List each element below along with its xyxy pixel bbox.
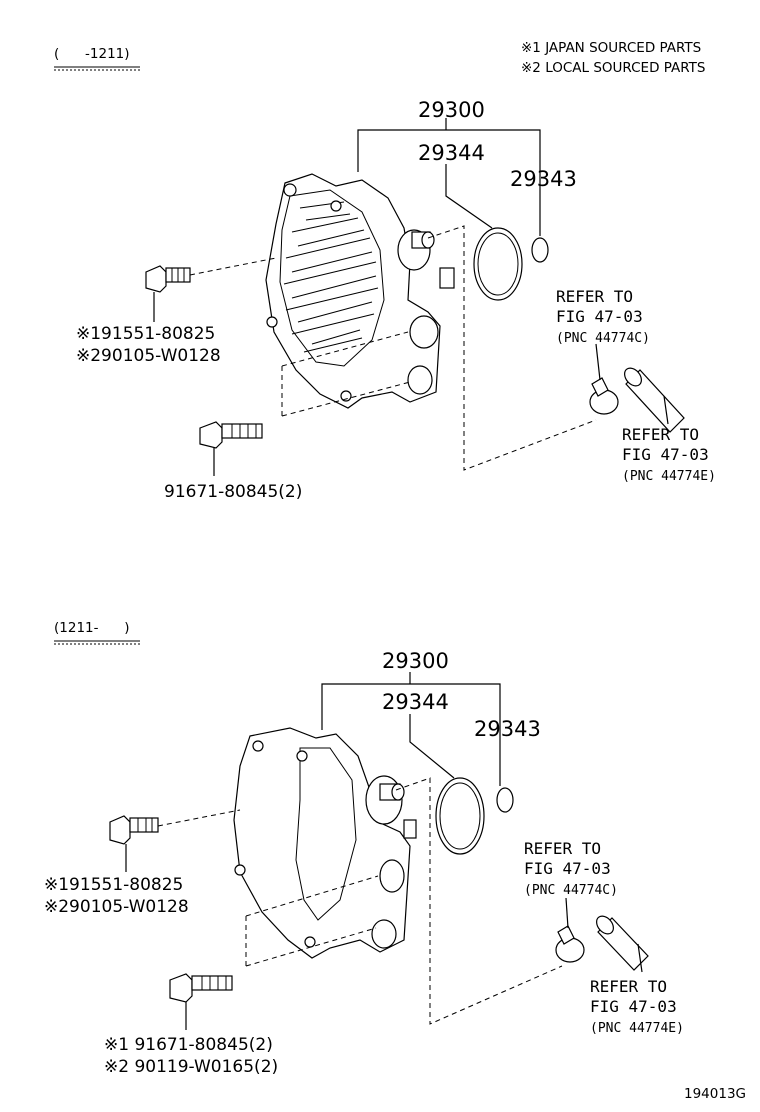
lower-bolt-b-local[interactable]: ※2 90119-W0165(2) bbox=[104, 1057, 278, 1077]
upper-ref1-line2: FIG 47-03 bbox=[556, 307, 643, 326]
lower-ref2-line3[interactable]: (PNC 44774E) bbox=[590, 1021, 684, 1036]
lower-bolt-b-japan[interactable]: ※1 91671-80845(2) bbox=[104, 1035, 273, 1055]
upper-bolt-a-japan[interactable]: ※191551-80825 bbox=[76, 324, 215, 344]
upper-clamp[interactable] bbox=[589, 377, 619, 415]
upper-diagram: 29300 29344 29343 bbox=[76, 98, 716, 502]
legend-note-1: ※1 JAPAN SOURCED PARTS bbox=[521, 40, 701, 56]
upper-bolt-a[interactable] bbox=[145, 265, 191, 293]
lower-oring-29343[interactable] bbox=[496, 787, 514, 813]
lower-part-29300[interactable]: 29300 bbox=[382, 649, 449, 673]
lower-part-29344[interactable]: 29344 bbox=[382, 690, 449, 714]
upper-bolt-a-local[interactable]: ※290105-W0128 bbox=[76, 346, 221, 366]
upper-ref2-line3[interactable]: (PNC 44774E) bbox=[622, 469, 716, 484]
lower-bolt-b[interactable] bbox=[169, 973, 233, 1003]
lower-ref1-line1: REFER TO bbox=[524, 839, 601, 858]
upper-gasket-29344[interactable] bbox=[473, 227, 523, 301]
date-range-lower: (1211- ) bbox=[54, 620, 130, 636]
lower-bolt-a-japan[interactable]: ※191551-80825 bbox=[44, 875, 183, 895]
lower-bolt-a-local[interactable]: ※290105-W0128 bbox=[44, 897, 189, 917]
lower-gasket-29344[interactable] bbox=[435, 777, 485, 855]
upper-part-29344[interactable]: 29344 bbox=[418, 141, 485, 165]
upper-vacuum-pump bbox=[265, 173, 455, 409]
upper-ref1-line3[interactable]: (PNC 44774C) bbox=[556, 331, 650, 346]
upper-ref1-line1: REFER TO bbox=[556, 287, 633, 306]
upper-ref2-line2: FIG 47-03 bbox=[622, 445, 709, 464]
upper-bolt-b[interactable] bbox=[199, 421, 263, 449]
date-range-upper: ( -1211) bbox=[54, 46, 130, 62]
lower-ref1-line2: FIG 47-03 bbox=[524, 859, 611, 878]
lower-clamp[interactable] bbox=[555, 925, 585, 963]
upper-ref2-line1: REFER TO bbox=[622, 425, 699, 444]
figure-code: 194013G bbox=[684, 1086, 746, 1102]
lower-vacuum-pump bbox=[233, 727, 417, 959]
lower-ref2-line1: REFER TO bbox=[590, 977, 667, 996]
lower-bolt-a[interactable] bbox=[109, 815, 159, 845]
upper-part-29300[interactable]: 29300 bbox=[418, 98, 485, 122]
upper-bolt-b-label[interactable]: 91671-80845(2) bbox=[164, 482, 302, 502]
legend-note-2: ※2 LOCAL SOURCED PARTS bbox=[521, 60, 706, 76]
upper-part-29343[interactable]: 29343 bbox=[510, 167, 577, 191]
upper-oring-29343[interactable] bbox=[531, 237, 549, 263]
lower-ref1-line3[interactable]: (PNC 44774C) bbox=[524, 883, 618, 898]
lower-ref2-line2: FIG 47-03 bbox=[590, 997, 677, 1016]
lower-diagram: 29300 29344 29343 bbox=[44, 649, 684, 1077]
lower-part-29343[interactable]: 29343 bbox=[474, 717, 541, 741]
